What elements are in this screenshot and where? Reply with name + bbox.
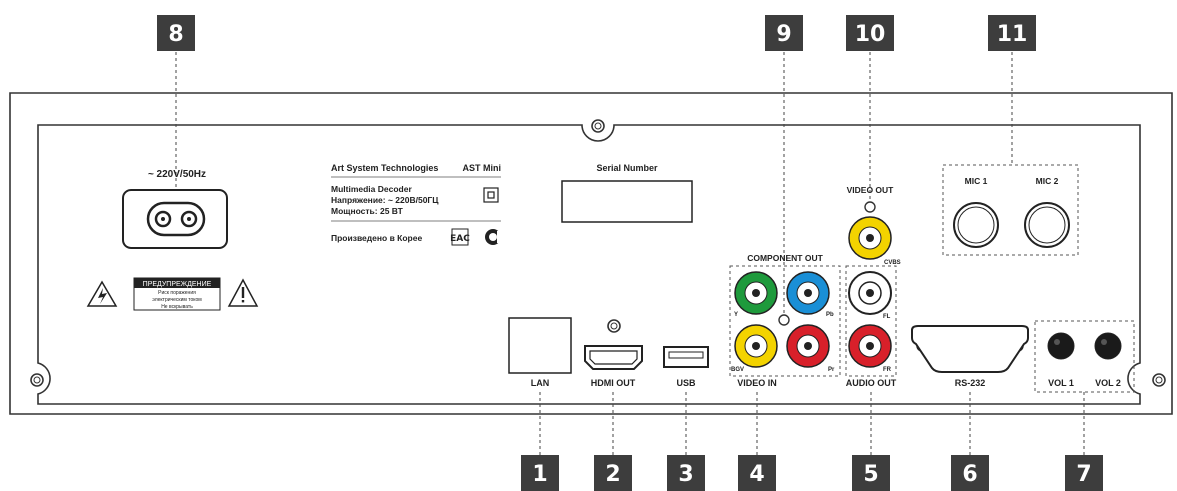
svg-text:4: 4 <box>749 462 764 487</box>
component-pr-jack[interactable] <box>786 324 830 368</box>
vol1-knob[interactable] <box>1047 332 1075 360</box>
screw-top <box>591 119 605 133</box>
callout-6: 6 <box>951 455 989 491</box>
screw-video-out <box>864 201 876 213</box>
usb-label: USB <box>676 378 696 388</box>
serial-label: Serial Number <box>596 163 658 173</box>
audio-out-group <box>845 265 897 377</box>
company-name: Art System Technologies <box>331 163 438 173</box>
svg-text:5: 5 <box>863 462 878 487</box>
component-video-group <box>729 265 841 377</box>
mic-group <box>942 164 1079 256</box>
warning-line1: Риск поражения <box>158 290 196 296</box>
callout-9: 9 <box>765 15 803 51</box>
callout-3: 3 <box>667 455 705 491</box>
lan-label: LAN <box>531 378 550 388</box>
bgv-label: BGV <box>731 367 744 373</box>
info-line1: Multimedia Decoder <box>331 184 412 194</box>
vol1-label: VOL 1 <box>1048 378 1074 388</box>
callout-8: 8 <box>157 15 195 51</box>
chassis-outline <box>9 92 1173 415</box>
mic1-label: MIC 1 <box>965 176 988 186</box>
rs232-port[interactable] <box>911 325 1029 373</box>
screw-left <box>30 373 44 387</box>
eac-mark-text: ЕАC <box>450 234 470 244</box>
hdmi-port[interactable] <box>584 345 643 370</box>
fl-label: FL <box>883 314 891 320</box>
power-socket[interactable] <box>122 189 228 249</box>
made-in-text: Произведено в Корее <box>331 233 422 243</box>
video-out-label: VIDEO OUT <box>847 185 895 195</box>
callout-11: 11 <box>988 15 1036 51</box>
info-line2: Напряжение: ~ 220В/50ГЦ <box>331 195 439 205</box>
video-in-label: VIDEO IN <box>737 378 777 388</box>
usb-port[interactable] <box>663 346 709 368</box>
callout-2: 2 <box>594 455 632 491</box>
pr-label: Pr <box>828 367 835 373</box>
callout-1: 1 <box>521 455 559 491</box>
callout-10: 10 <box>846 15 894 51</box>
svg-text:8: 8 <box>168 22 183 47</box>
double-insulation-icon <box>483 187 499 203</box>
svg-text:2: 2 <box>605 462 620 487</box>
warning-plate: ПРЕДУПРЕЖДЕНИЕ Риск поражения электричес… <box>133 277 221 311</box>
cvbs-jack[interactable] <box>848 216 892 260</box>
callout-4: 4 <box>738 455 776 491</box>
svg-text:11: 11 <box>997 22 1028 47</box>
callout-5: 5 <box>852 455 890 491</box>
serial-number-box <box>561 180 693 223</box>
fr-label: FR <box>883 367 892 373</box>
pct-mark-icon <box>485 229 501 245</box>
caution-icon <box>227 278 259 307</box>
cvbs-label: CVBS <box>884 260 901 266</box>
component-pb-jack[interactable] <box>786 271 830 315</box>
mic2-jack[interactable] <box>1024 202 1070 248</box>
callout-7: 7 <box>1065 455 1103 491</box>
warning-title: ПРЕДУПРЕЖДЕНИЕ <box>143 281 212 288</box>
hdmi-label: HDMI OUT <box>591 378 636 388</box>
svg-text:6: 6 <box>962 462 977 487</box>
panel-outline <box>37 124 1141 405</box>
pb-label: Pb <box>826 312 834 318</box>
vol2-knob[interactable] <box>1094 332 1122 360</box>
svg-text:10: 10 <box>855 22 886 47</box>
product-info-label: Art System Technologies AST Mini Multime… <box>331 163 502 246</box>
video-in-jack[interactable] <box>734 324 778 368</box>
screw-hdmi <box>607 319 621 333</box>
eac-mark-icon: ЕАC <box>450 228 470 246</box>
svg-text:1: 1 <box>532 462 547 487</box>
audio-fr-jack[interactable] <box>848 324 892 368</box>
warning-line3: Не вскрывать <box>161 304 193 310</box>
screw-right <box>1152 373 1166 387</box>
audio-out-label: AUDIO OUT <box>846 378 897 388</box>
model-name: AST Mini <box>463 163 502 173</box>
shock-warning-icon <box>86 280 118 307</box>
svg-text:3: 3 <box>678 462 693 487</box>
mic2-label: MIC 2 <box>1036 176 1059 186</box>
vol2-label: VOL 2 <box>1095 378 1121 388</box>
warning-line2: электрическим током <box>152 297 202 303</box>
info-line3: Мощность: 25 ВТ <box>331 206 404 216</box>
power-label: ~ 220V/50Hz <box>148 169 206 180</box>
mic1-jack[interactable] <box>953 202 999 248</box>
audio-fl-jack[interactable] <box>848 271 892 315</box>
screw-component <box>778 314 790 326</box>
component-out-label: COMPONENT OUT <box>747 253 823 263</box>
component-y-jack[interactable] <box>734 271 778 315</box>
volume-group <box>1034 320 1135 393</box>
lan-port[interactable] <box>508 317 572 374</box>
svg-text:7: 7 <box>1076 462 1091 487</box>
svg-text:9: 9 <box>776 22 791 47</box>
rs232-label: RS-232 <box>955 378 986 388</box>
y-label: Y <box>734 312 738 318</box>
